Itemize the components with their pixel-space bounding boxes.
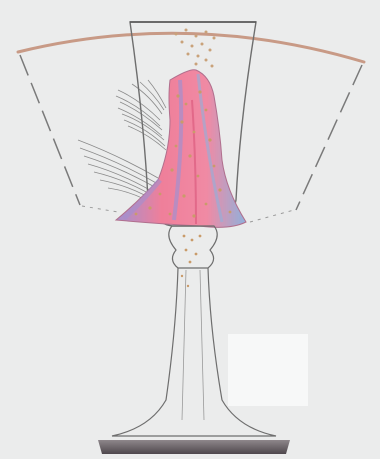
paper-patch (228, 334, 308, 406)
glass-base (98, 440, 290, 454)
